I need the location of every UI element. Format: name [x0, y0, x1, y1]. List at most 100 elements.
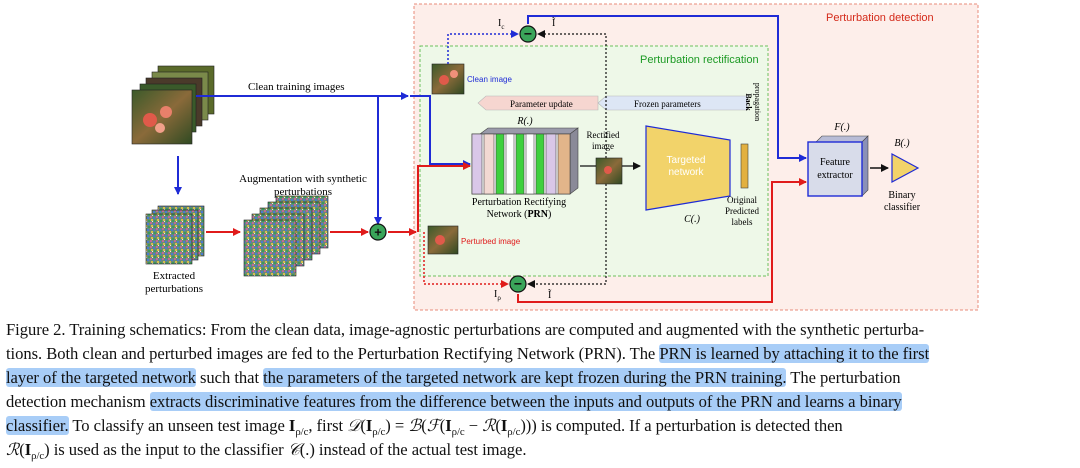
plus-symbol: +	[374, 225, 382, 240]
prn-label-2-bold: PRN	[527, 209, 548, 220]
math-paren-6: )	[520, 416, 526, 435]
extracted-perturbations-stack	[145, 205, 205, 265]
math-F: ℱ	[426, 416, 440, 435]
prn-label-1: Perturbation Rectifying	[472, 197, 566, 208]
caption-intro: Figure 2. Training schematics: From the …	[6, 320, 925, 339]
addition-operator: +	[369, 223, 387, 241]
targeted-network-function-label: C(.)	[684, 214, 701, 225]
frozen-parameters-label: Frozen parameters	[634, 99, 701, 109]
math-dot: (.)	[299, 440, 315, 459]
caption-line-3: layer of the targeted network such that …	[6, 366, 1074, 390]
caption-line3-mid: such that	[195, 368, 264, 387]
caption-line5-c: is computed. If a perturbation is detect…	[536, 416, 843, 435]
math-eq: =	[390, 416, 409, 435]
predicted-labels-label-1: Original	[727, 195, 757, 205]
targeted-network-label-1: Targeted	[667, 155, 706, 166]
ihat-top-label: Ĩ	[552, 17, 556, 29]
feature-extractor-label-2: extractor	[817, 170, 853, 181]
clean-image-label: Clean image	[467, 75, 512, 84]
rectified-to-bottom-minus-line	[527, 184, 607, 288]
math-C: 𝒞	[287, 440, 300, 459]
math-sub-3: ρ/c	[451, 425, 465, 438]
caption-highlight-classifier: classifier.	[6, 416, 69, 435]
math-D: 𝒟	[347, 416, 361, 435]
prn-label-2: Network (PRN)	[487, 209, 552, 220]
math-paren-9: (	[19, 440, 25, 459]
caption-line6-b: instead of the actual test image.	[314, 440, 527, 459]
caption-line2-text: tions. Both clean and perturbed images a…	[6, 344, 656, 363]
rectified-image-thumbnail	[595, 157, 623, 185]
prn-block	[471, 127, 579, 195]
math-sub-1: ρ/c	[295, 425, 309, 438]
math-R-1: ℛ	[482, 416, 496, 435]
math-paren-2: )	[385, 416, 391, 435]
extracted-perturbations-label-2: perturbations	[145, 283, 203, 295]
math-B: ℬ	[408, 416, 422, 435]
prn-label-2-post: )	[548, 209, 551, 220]
rectified-to-top-minus-line	[537, 30, 607, 158]
caption-highlight-detection: extracts discriminative features from th…	[149, 392, 902, 411]
caption-line-6: ℛ(Iρ/c) is used as the input to the clas…	[6, 438, 1074, 462]
prn-label-2-pre: Network (	[487, 209, 528, 220]
back-propagation-label-2: propagation	[753, 83, 762, 121]
augmented-perturbations-stack	[243, 195, 329, 277]
caption-line-4: detection mechanism extracts discriminat…	[6, 390, 1074, 414]
extracted-perturbations-label-1: Extracted	[153, 270, 196, 282]
caption-line6-a: is used as the input to the classifier	[49, 440, 288, 459]
perturbation-rectification-title: Perturbation rectification	[640, 54, 759, 66]
figure-caption: Figure 2. Training schematics: From the …	[6, 318, 1074, 462]
math-sub-2: ρ/c	[372, 425, 386, 438]
math-I-5: I	[24, 440, 32, 459]
caption-line3-post: The perturbation	[786, 368, 901, 387]
caption-line5-b: , first	[308, 416, 348, 435]
training-schematic-figure: Perturbation detection Perturbation rect…	[131, 3, 979, 311]
targeted-network-block	[645, 125, 731, 211]
caption-line4-pre: detection mechanism	[6, 392, 150, 411]
perturbed-image-label: Perturbed image	[461, 237, 521, 246]
feature-extractor-function-label: F(.)	[833, 122, 850, 133]
targeted-network-label-2: network	[668, 167, 704, 178]
perturbed-into-prn-arrow	[417, 162, 471, 232]
math-paren-4: (	[439, 416, 446, 435]
ihat-bottom-label: Ĩ	[548, 289, 552, 301]
bottom-difference-to-feature-arrow	[517, 178, 807, 303]
math-paren-3: (	[421, 416, 427, 435]
caption-line-2: tions. Both clean and perturbed images a…	[6, 342, 1074, 366]
math-minus: −	[464, 416, 483, 435]
ip-main: I	[494, 289, 497, 300]
predicted-labels-label-3: labels	[732, 217, 753, 227]
top-subtraction-operator: −	[519, 25, 537, 43]
prn-function-label: R(.)	[516, 116, 533, 127]
feature-extractor-label-1: Feature	[820, 157, 851, 168]
ic-label: Ic	[498, 18, 504, 31]
caption-line-5: classifier. To classify an unseen test i…	[6, 414, 1074, 438]
math-R-2: ℛ	[6, 440, 20, 459]
augmentation-label-1: Augmentation with synthetic	[239, 173, 367, 185]
predicted-labels-label-2: Predicted	[725, 206, 759, 216]
binary-classifier-label-2: classifier	[884, 202, 921, 213]
feature-extractor-block	[807, 135, 869, 197]
caption-line-1: Figure 2. Training schematics: From the …	[6, 318, 1074, 342]
math-sub-5: ρ/c	[31, 449, 45, 462]
bottom-minus-symbol: −	[514, 276, 522, 292]
math-sub-4: ρ/c	[507, 425, 521, 438]
binary-classifier-block	[891, 152, 920, 184]
math-I-3: I	[445, 416, 452, 435]
frozen-parameters-bar	[597, 95, 749, 111]
clean-image-to-top-minus-line	[447, 30, 519, 64]
bottom-subtraction-operator: −	[509, 275, 527, 293]
math-paren-5: (	[495, 416, 501, 435]
math-I-1: I	[288, 416, 296, 435]
ip-sub: ρ	[497, 294, 501, 302]
clean-training-image-stack	[131, 65, 215, 145]
math-I-2: I	[365, 416, 373, 435]
perturbed-to-bottom-minus-arrow	[423, 232, 509, 288]
caption-highlight-prn-learned: PRN is learned by attaching it to the fi…	[659, 344, 930, 363]
binary-classifier-label-1: Binary	[888, 190, 915, 201]
math-paren-7: )	[525, 416, 532, 435]
caption-highlight-frozen: the parameters of the targeted network a…	[263, 368, 787, 387]
rectified-image-label-1: Rectified	[587, 130, 620, 140]
perturbed-image-thumbnail	[427, 225, 459, 255]
binary-classifier-function-label: B(.)	[894, 138, 910, 149]
math-paren-10: )	[44, 440, 50, 459]
